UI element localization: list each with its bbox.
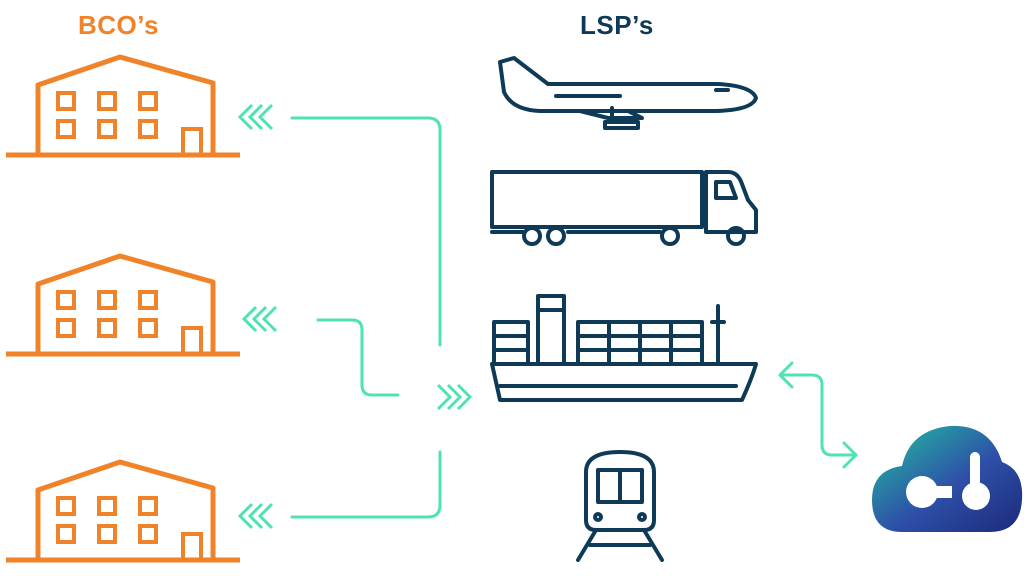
arrow-chevrons-right-icon [436, 383, 473, 411]
lsp-heading: LSP’s [580, 10, 654, 40]
warehouse-icon [6, 256, 240, 354]
connector-lines [290, 116, 442, 519]
arrow-chevrons-icon [242, 305, 278, 333]
bco-heading: BCO’s [78, 10, 159, 40]
airplane-icon [498, 56, 758, 130]
warehouse-icon [6, 462, 240, 560]
truck-icon [490, 170, 758, 246]
train-icon [576, 450, 664, 562]
cloud-logo-icon [872, 425, 1023, 532]
warehouse-icon [6, 57, 240, 155]
arrow-chevrons-icon [238, 502, 274, 530]
cargo-ship-icon [490, 294, 758, 402]
bidirectional-arrow-icon [778, 361, 858, 469]
arrow-chevrons-icon [238, 103, 274, 131]
